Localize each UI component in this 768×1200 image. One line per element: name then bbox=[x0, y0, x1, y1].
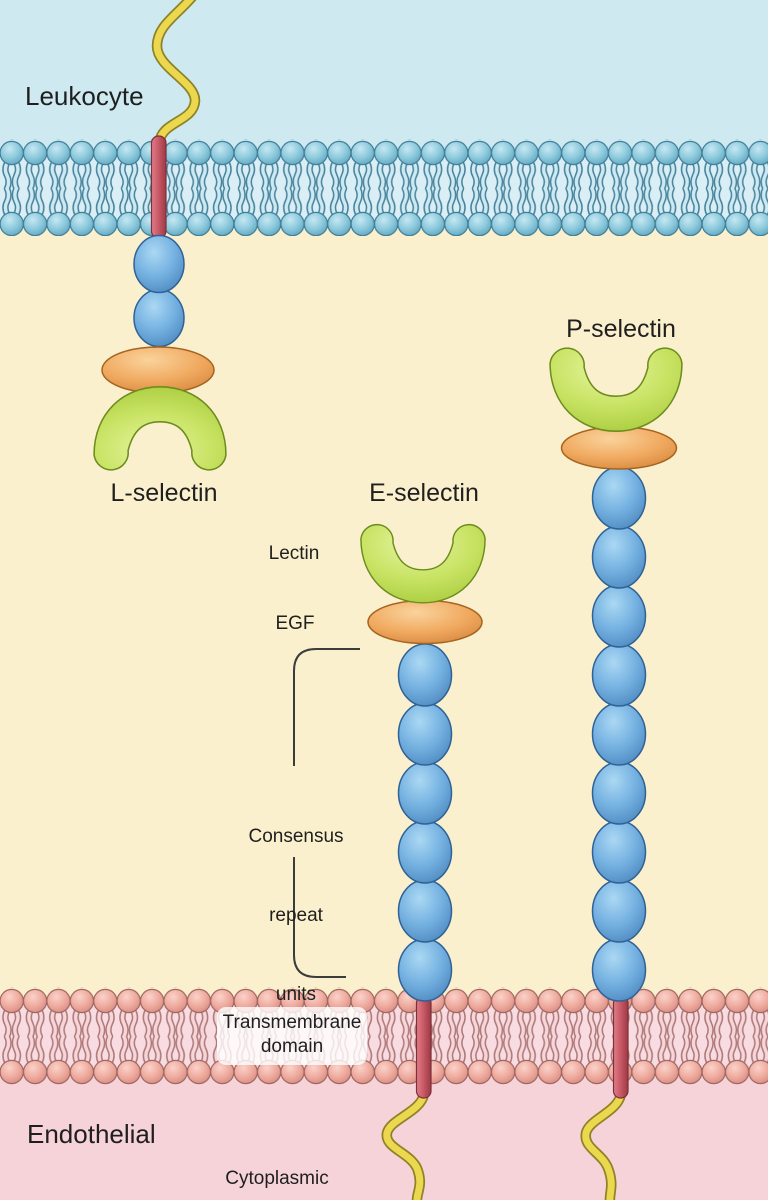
cytoplasmic-label-line: Cytoplasmic bbox=[225, 1168, 329, 1190]
transmembrane-label-line: Transmembrane bbox=[222, 1012, 362, 1033]
consensus-unit bbox=[397, 879, 453, 943]
consensus-repeat-units-label: Consensus repeat units bbox=[248, 772, 343, 1034]
consensus-unit bbox=[591, 584, 647, 648]
consensus-unit bbox=[397, 702, 453, 766]
lectin-domain-label: Lectin bbox=[268, 543, 320, 564]
consensus-unit bbox=[591, 702, 647, 766]
endothelial-label: Endothelial bbox=[27, 1119, 156, 1149]
consensus-unit bbox=[591, 466, 647, 530]
consensus-label-line: units bbox=[275, 983, 317, 1005]
e-selectin-structure bbox=[360, 523, 486, 1200]
consensus-unit bbox=[591, 938, 647, 1002]
e-selectin-label: E-selectin bbox=[369, 479, 479, 507]
consensus-unit bbox=[397, 938, 453, 1002]
e-selectin-cytoplasmic-tail bbox=[381, 1088, 430, 1200]
consensus-unit bbox=[133, 288, 185, 348]
consensus-label-line: repeat bbox=[269, 905, 323, 927]
p-selectin-cytoplasmic-tail bbox=[580, 1088, 627, 1200]
consensus-label-line: Consensus bbox=[248, 826, 344, 848]
consensus-unit bbox=[591, 525, 647, 589]
e-selectin-transmembrane-rod bbox=[415, 995, 432, 1099]
l-selectin-label: L-selectin bbox=[110, 479, 218, 507]
endothelial-membrane bbox=[0, 987, 768, 1085]
consensus-unit bbox=[397, 761, 453, 825]
p-selectin-label: P-selectin bbox=[566, 315, 676, 343]
consensus-bracket bbox=[293, 648, 360, 978]
cytoplasmic-tail-label: Cytoplasmic tail bbox=[225, 1114, 328, 1200]
l-selectin-cytoplasmic-tail bbox=[151, 0, 201, 146]
l-selectin-transmembrane-rod bbox=[150, 135, 167, 239]
consensus-unit bbox=[591, 879, 647, 943]
transmembrane-label-line: domain bbox=[260, 1035, 324, 1057]
l-selectin-structure bbox=[93, 0, 227, 471]
e-selectin-egf-domain bbox=[367, 599, 483, 645]
leukocyte-region bbox=[0, 0, 768, 165]
transmembrane-domain-label: Transmembrane domain bbox=[217, 1007, 367, 1065]
p-selectin-transmembrane-rod bbox=[612, 995, 629, 1099]
consensus-unit bbox=[591, 761, 647, 825]
p-selectin-structure bbox=[549, 347, 683, 1200]
egf-domain-label: EGF bbox=[275, 613, 315, 634]
consensus-unit bbox=[397, 643, 453, 707]
p-selectin-egf-domain bbox=[560, 426, 678, 470]
consensus-unit bbox=[591, 643, 647, 707]
consensus-unit bbox=[133, 234, 185, 294]
leukocyte-label: Leukocyte bbox=[25, 81, 144, 111]
consensus-unit bbox=[397, 820, 453, 884]
leukocyte-membrane bbox=[0, 139, 768, 236]
consensus-unit bbox=[591, 820, 647, 884]
